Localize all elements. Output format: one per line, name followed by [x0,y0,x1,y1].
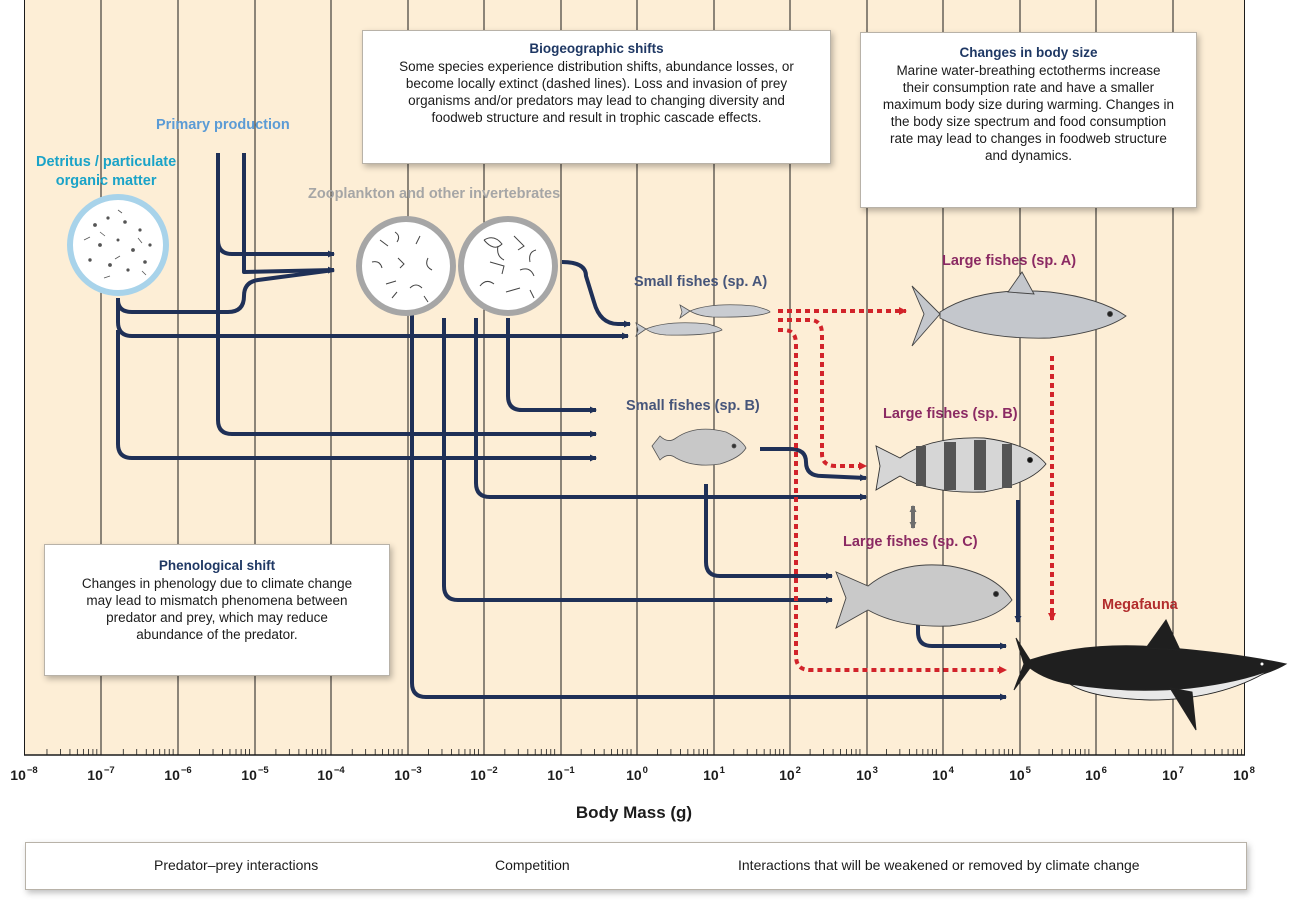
tick-label: 10−2 [470,765,497,783]
tick-label: 10−5 [241,765,268,783]
tick-label: 100 [626,765,648,783]
legend: Predator–prey interactions Competition I… [25,842,1247,890]
biogeo-line-2: become locally extinct (dashed lines). L… [363,75,830,92]
biogeo-line-3: organisms and/or predators may lead to c… [363,92,830,109]
tick-label: 102 [779,765,801,783]
tick-label: 103 [856,765,878,783]
bodysize-line-4: the body size spectrum and food consumpt… [861,113,1196,130]
bodysize-line-5: rate may lead to changes in foodweb stru… [861,130,1196,147]
tick-label: 10−8 [10,765,37,783]
bodysize-line-1: Marine water-breathing ectotherms increa… [861,62,1196,79]
tick-label: 10−4 [317,765,344,783]
tick-label: 10−3 [394,765,421,783]
phenological-shift-title: Phenological shift [45,557,389,574]
changes-in-body-size-box: Changes in body size Marine water-breath… [860,32,1197,208]
megafauna-label: Megafauna [1102,597,1178,613]
tick-label: 10−1 [547,765,574,783]
tick-label: 105 [1009,765,1031,783]
primary-production-label: Primary production [156,117,290,133]
large-fishes-c-label: Large fishes (sp. C) [843,534,978,550]
body-size-title: Changes in body size [861,44,1196,61]
biogeo-line-1: Some species experience distribution shi… [363,58,830,75]
small-fishes-a-label: Small fishes (sp. A) [634,274,767,290]
phenological-shift-box: Phenological shift Changes in phenology … [44,544,390,676]
tick-label: 10−6 [164,765,191,783]
tick-label: 101 [703,765,725,783]
phenology-line-1: Changes in phenology due to climate chan… [45,575,389,592]
zooplankton-label: Zooplankton and other invertebrates [308,186,560,202]
phenology-line-3: predator and prey, which may reduce [45,609,389,626]
bodysize-line-6: and dynamics. [861,147,1196,164]
legend-competition-label: Competition [495,857,570,873]
biogeographic-shifts-title: Biogeographic shifts [363,40,830,57]
biogeographic-shifts-box: Biogeographic shifts Some species experi… [362,30,831,164]
bodysize-line-2: their consumption rate and have a smalle… [861,79,1196,96]
large-fishes-b-label: Large fishes (sp. B) [883,406,1018,422]
phenology-line-2: may lead to mismatch phenomena between [45,592,389,609]
tick-label: 10−7 [87,765,114,783]
tick-label: 108 [1233,765,1255,783]
tick-label: 107 [1162,765,1184,783]
biogeo-line-4: foodweb structure and result in trophic … [363,109,830,126]
large-fishes-a-label: Large fishes (sp. A) [942,253,1076,269]
tick-label: 104 [932,765,954,783]
x-axis-title: Body Mass (g) [0,803,1268,823]
phenology-line-4: abundance of the predator. [45,626,389,643]
legend-climate-label: Interactions that will be weakened or re… [738,857,1140,873]
legend-predator-prey-label: Predator–prey interactions [154,857,318,873]
bodysize-line-3: maximum body size during warming. Change… [861,96,1196,113]
detritus-circle [70,197,166,293]
small-fishes-b-label: Small fishes (sp. B) [626,398,760,414]
detritus-label-line1: Detritus / particulate [36,153,176,172]
detritus-label-line2: organic matter [36,172,176,191]
detritus-label: Detritus / particulate organic matter [36,153,176,191]
tick-label: 106 [1085,765,1107,783]
